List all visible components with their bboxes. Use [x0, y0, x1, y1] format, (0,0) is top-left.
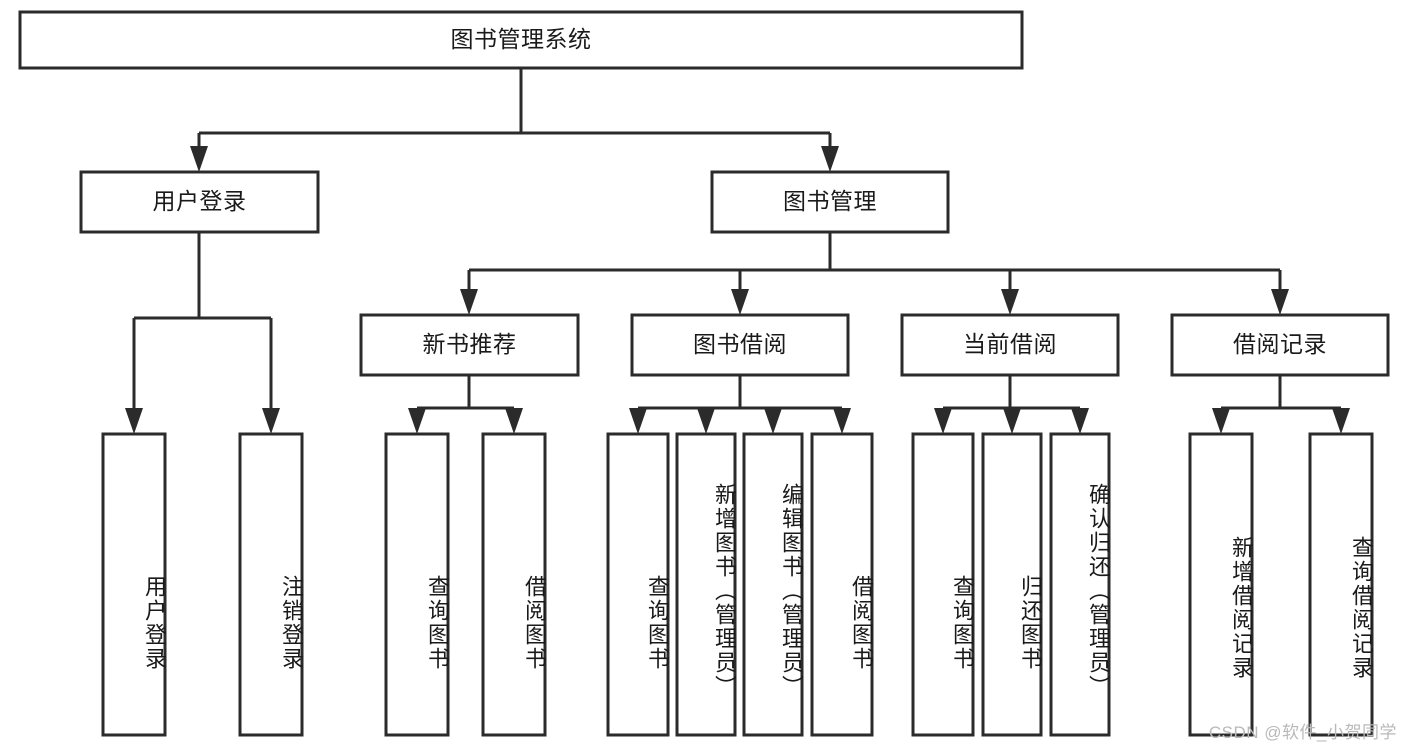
watermark: CSDN @软件_小贺同学: [1208, 723, 1397, 742]
node-leaf-confirm-return-box[interactable]: [1049, 432, 1111, 737]
connector-book-borrow-to-leaves: [629, 375, 851, 434]
node-leaf-query-book-2-box[interactable]: [606, 432, 670, 737]
node-level3-borrow-record-box[interactable]: [1170, 313, 1390, 377]
connector-book-manage-to-level3: [460, 232, 1289, 315]
node-leaf-logout-box[interactable]: [238, 432, 304, 737]
node-level2-user-login-box[interactable]: [79, 170, 320, 234]
node-level3-book-borrow-box[interactable]: [630, 313, 850, 377]
connector-borrow-record-to-leaves: [1212, 375, 1350, 434]
node-leaf-query-record-box[interactable]: [1308, 432, 1374, 737]
connector-new-book-to-leaves: [408, 375, 523, 434]
node-root-box[interactable]: [18, 10, 1024, 70]
connector-current-borrow-to-leaves: [934, 375, 1089, 434]
node-level3-new-book-box[interactable]: [359, 313, 580, 377]
node-level3-current-borrow-box[interactable]: [900, 313, 1120, 377]
connector-root-to-level2: [190, 68, 839, 172]
node-leaf-query-book-3-box[interactable]: [911, 432, 975, 737]
node-level2-book-manage-box[interactable]: [710, 170, 950, 234]
node-leaf-borrow-book-1-box[interactable]: [481, 432, 547, 737]
connector-user-login-to-leaves: [125, 232, 280, 434]
node-leaf-edit-book-box[interactable]: [742, 432, 804, 737]
node-leaf-query-book-1-box[interactable]: [384, 432, 450, 737]
node-leaf-user-login-box[interactable]: [101, 432, 167, 737]
node-leaf-add-record-box[interactable]: [1188, 432, 1254, 737]
node-leaf-add-book-box[interactable]: [675, 432, 737, 737]
node-leaf-borrow-book-2-box[interactable]: [810, 432, 874, 737]
node-leaf-return-book-box[interactable]: [981, 432, 1043, 737]
